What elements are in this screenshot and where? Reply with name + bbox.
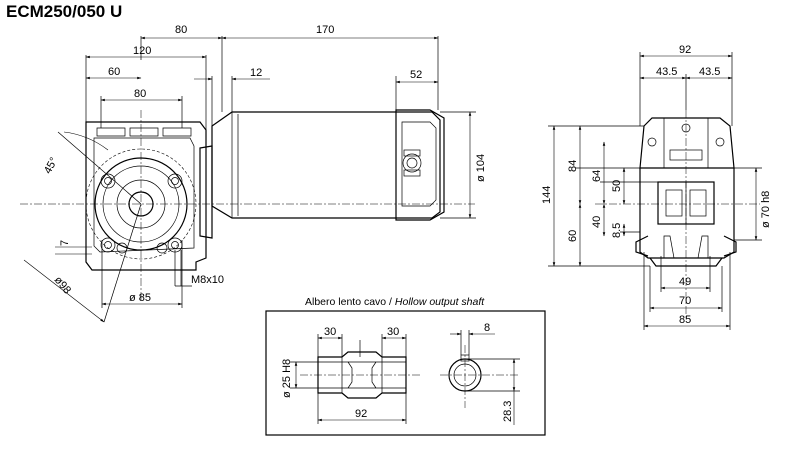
dim-84: 84 xyxy=(567,160,579,172)
section-frame xyxy=(265,310,546,436)
dim-104: ø 104 xyxy=(475,154,487,182)
dim-70h8: ø 70 h8 xyxy=(760,191,772,228)
dim-85: 85 xyxy=(679,314,691,326)
front-view-dimensions: 80 170 120 60 12 52 80 45° xyxy=(23,24,487,323)
dim-7: 7 xyxy=(59,240,71,246)
dim-60-side: 60 xyxy=(567,230,579,242)
side-view-dimensions: 92 43.5 43.5 144 84 60 64 50 40 8.5 xyxy=(541,44,772,330)
section-dim-30-right: 30 xyxy=(387,326,399,338)
dim-64: 64 xyxy=(591,170,603,182)
dim-170: 170 xyxy=(316,24,334,36)
dim-49: 49 xyxy=(679,276,691,288)
dim-50: 50 xyxy=(611,180,623,192)
dim-80-top: 80 xyxy=(175,24,187,36)
section-dim-30-left: 30 xyxy=(324,326,336,338)
section-dim-28-3: 28.3 xyxy=(502,401,514,422)
front-view xyxy=(20,109,475,300)
dim-144: 144 xyxy=(541,186,553,204)
dim-40: 40 xyxy=(591,216,603,228)
dim-8-5: 8.5 xyxy=(611,223,623,238)
dim-60: 60 xyxy=(108,66,120,78)
dim-85-dia: ø 85 xyxy=(129,292,151,304)
dim-43-5-right: 43.5 xyxy=(699,66,720,78)
dim-92-side: 92 xyxy=(679,44,691,56)
section-dim-25h8: ø 25 H8 xyxy=(281,359,293,398)
section-dim-92: 92 xyxy=(355,408,367,420)
section-caption: Albero lento cavo / Hollow output shaft xyxy=(305,296,485,308)
dim-12: 12 xyxy=(250,67,262,79)
dim-120: 120 xyxy=(133,45,151,57)
dim-angle-45: 45° xyxy=(42,156,60,176)
section-dim-8: 8 xyxy=(484,322,490,334)
hollow-shaft-panel: Albero lento cavo / Hollow output shaft … xyxy=(265,296,546,436)
dim-52: 52 xyxy=(410,69,422,81)
page-title: ECM250/050 U xyxy=(6,2,123,21)
callout-m8x10: M8x10 xyxy=(191,274,224,286)
dim-80-inner: 80 xyxy=(134,88,146,100)
dim-70: 70 xyxy=(679,295,691,307)
dim-98: ø98 xyxy=(52,274,73,296)
side-view xyxy=(595,110,760,320)
dim-43-5-left: 43.5 xyxy=(656,66,677,78)
